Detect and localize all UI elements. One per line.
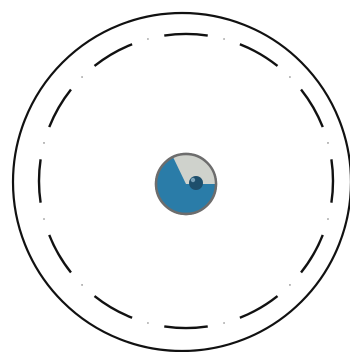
tick-dot <box>327 142 329 144</box>
tick-dot <box>289 76 291 78</box>
tick-dot <box>223 38 225 40</box>
tick-dot <box>43 142 45 144</box>
ring-dash <box>49 89 71 127</box>
tick-dot <box>289 284 291 286</box>
tick-dot <box>223 322 225 324</box>
tick-dot <box>147 38 149 40</box>
ring-dash <box>240 44 278 66</box>
ring-dash <box>39 159 41 202</box>
ring-dash <box>49 235 71 273</box>
tick-dot <box>81 284 83 286</box>
ring-dash <box>240 296 278 318</box>
tick-dot <box>147 322 149 324</box>
knob-icon <box>189 176 203 190</box>
tick-dot <box>43 218 45 220</box>
ring-dash <box>94 44 132 66</box>
ring-dash <box>301 235 323 273</box>
tick-dot <box>327 218 329 220</box>
ring-dash <box>164 326 207 328</box>
ring-dash <box>301 89 323 127</box>
ring-dash <box>94 296 132 318</box>
ring-dash <box>164 34 207 36</box>
ring-dash <box>331 159 333 202</box>
tick-dot <box>81 76 83 78</box>
hub-disc-icon <box>156 154 216 214</box>
knob-shine <box>191 178 195 182</box>
